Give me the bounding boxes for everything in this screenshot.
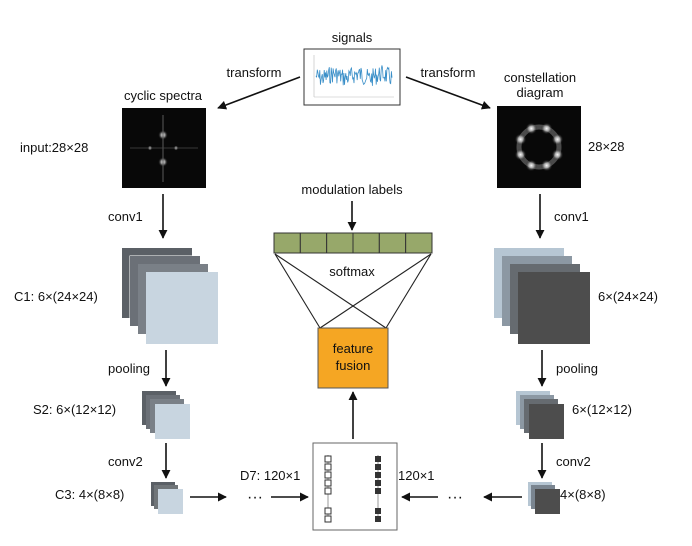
modulation-label-cell — [299, 232, 328, 254]
c3-left-label: C3: 4×(8×8) — [55, 487, 124, 502]
modulation-label-vector — [273, 232, 433, 254]
modulation-label-cell — [352, 232, 380, 254]
modulation-label-cell — [378, 232, 407, 254]
d7-left-label: D7: 120×1 — [240, 468, 300, 483]
feature-fusion-line1: feature — [333, 341, 373, 356]
d7-right-vector — [375, 455, 381, 522]
transform-left-label: transform — [227, 65, 282, 80]
transform-right-label: transform — [421, 65, 476, 80]
c1-right-feature-maps — [494, 248, 590, 344]
c1-left-feature-maps — [122, 248, 218, 344]
softmax-label: softmax — [329, 264, 375, 279]
transform-arrow-right — [405, 76, 491, 110]
c3-left-feature-maps — [151, 482, 183, 514]
cyclic-spectra-highlights — [130, 115, 198, 182]
constellation-label-line1: constellation — [504, 70, 576, 85]
conv2-right-label: conv2 — [556, 454, 591, 469]
conv2-left-label: conv2 — [108, 454, 143, 469]
modulation-label-cell — [405, 232, 433, 254]
s2-right-feature-maps — [516, 391, 564, 439]
feature-fusion-box — [317, 327, 389, 389]
conv1-right-label: conv1 — [554, 209, 589, 224]
modulation-label-cell — [326, 232, 354, 254]
softmax-connections — [274, 253, 432, 329]
pooling-left-label: pooling — [108, 361, 150, 376]
d7-right-label: 120×1 — [398, 468, 435, 483]
c3-right-label: 4×(8×8) — [560, 487, 606, 502]
constellation-points — [514, 122, 564, 172]
constellation-label-line2: diagram — [517, 85, 564, 100]
c3-right-feature-maps — [528, 482, 560, 514]
c1-right-label: 6×(24×24) — [598, 289, 658, 304]
conv1-left-label: conv1 — [108, 209, 143, 224]
constellation-image — [497, 106, 581, 188]
s2-left-feature-maps — [142, 391, 190, 439]
dots-right: ··· — [447, 489, 463, 506]
pooling-right-label: pooling — [556, 361, 598, 376]
signals-label: signals — [332, 30, 373, 45]
input-size-left: input:28×28 — [20, 140, 88, 155]
s2-right-label: 6×(12×12) — [572, 402, 632, 417]
dots-left: ··· — [247, 489, 263, 506]
signal-waveform — [313, 55, 394, 98]
s2-left-label: S2: 6×(12×12) — [33, 402, 116, 417]
feature-fusion-line2: fusion — [336, 358, 371, 373]
cyclic-spectra-label: cyclic spectra — [124, 88, 203, 103]
c1-left-label: C1: 6×(24×24) — [14, 289, 98, 304]
d7-left-vector — [324, 455, 332, 523]
input-size-right: 28×28 — [588, 139, 625, 154]
modulation-label-cell — [273, 232, 301, 254]
transform-arrow-left — [217, 76, 301, 110]
modulation-labels-text: modulation labels — [301, 182, 403, 197]
